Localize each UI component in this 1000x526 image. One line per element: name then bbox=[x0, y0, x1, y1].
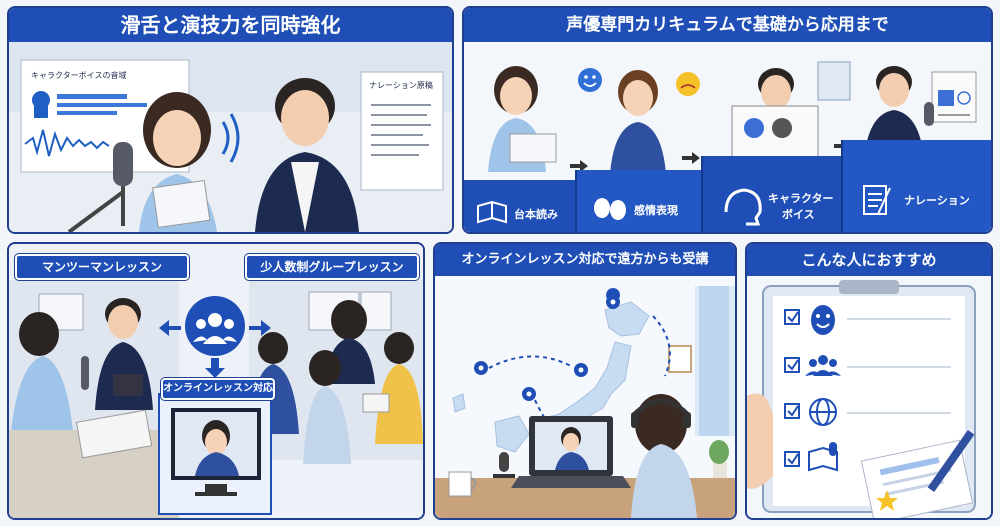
theater-masks-icon bbox=[594, 198, 626, 220]
man-voice-actor bbox=[255, 78, 359, 232]
label-one-on-one-lesson: マンツーマンレッスン bbox=[15, 254, 189, 280]
step-label-emotion: 感情表現 bbox=[634, 203, 678, 217]
student-one-on-one bbox=[9, 312, 89, 454]
label-small-group-lesson: 少人数制グループレッスン bbox=[245, 254, 419, 280]
panel-lesson-styles: マンツーマンレッスン 少人数制グループレッスン オンラインレッスン対応 bbox=[7, 242, 425, 520]
group-icon bbox=[805, 355, 841, 376]
label-online-lesson-support: オンラインレッスン対応 bbox=[161, 378, 275, 400]
panel-recommended-for: こんな人におすすめ bbox=[745, 242, 993, 520]
studio-scene-illustration: キャラクターボイスの音域 ナレーション原稿 bbox=[9, 42, 452, 232]
panel-title: こんな人におすすめ bbox=[747, 244, 991, 276]
online-monitor bbox=[158, 393, 272, 515]
checklist-row bbox=[784, 355, 951, 376]
student-reading bbox=[488, 66, 557, 172]
student-emoting bbox=[610, 70, 666, 174]
document-pen-icon bbox=[863, 185, 891, 215]
checklist-row bbox=[784, 442, 838, 472]
arrow-left-icon bbox=[159, 320, 181, 336]
poster-left-text: キャラクターボイスの音域 bbox=[31, 70, 126, 80]
theater-mask-icon bbox=[811, 305, 835, 335]
book-icon bbox=[477, 200, 507, 224]
online-remote-illustration bbox=[435, 276, 735, 518]
step-label-character-voice-l1: キャラクター bbox=[768, 192, 834, 205]
globe-icon bbox=[809, 398, 837, 426]
star-icon bbox=[876, 490, 898, 511]
coffee-mug-icon bbox=[448, 471, 476, 497]
poster-narration-script bbox=[360, 71, 444, 191]
woman-voice-actor bbox=[139, 92, 217, 232]
student-character-sheet bbox=[731, 61, 851, 165]
panel-curriculum: 声優専門カリキュラムで基礎から応用まで bbox=[462, 6, 993, 234]
step-label-narration: ナレーション bbox=[904, 194, 970, 207]
smile-emoji-icon bbox=[578, 68, 602, 92]
book-microphone-icon bbox=[808, 442, 838, 472]
curriculum-steps-illustration: 台本読み 感情表現 キャラクター ボイス ナレーション bbox=[464, 42, 991, 232]
arrow-down-icon bbox=[205, 358, 225, 378]
microphone-icon bbox=[67, 142, 133, 232]
panel-title: 滑舌と演技力を同時強化 bbox=[9, 8, 452, 42]
checklist-row bbox=[784, 305, 951, 335]
hand bbox=[747, 393, 773, 489]
poster-right-text: ナレーション原稿 bbox=[369, 80, 433, 90]
angry-emoji-icon bbox=[676, 72, 700, 96]
step-label-script-reading: 台本読み bbox=[514, 207, 558, 221]
panel-title: 声優専門カリキュラムで基礎から応用まで bbox=[464, 8, 991, 42]
microphone-icon bbox=[493, 452, 515, 478]
panel-title: オンラインレッスン対応で遠方からも受講 bbox=[435, 244, 735, 276]
step-label-character-voice-l2: ボイス bbox=[782, 207, 815, 221]
arrow-right-icon bbox=[249, 320, 271, 336]
teacher-one-on-one bbox=[95, 298, 153, 410]
checklist-row bbox=[784, 398, 951, 426]
plant-icon bbox=[709, 440, 729, 478]
laptop-video-call bbox=[511, 416, 631, 488]
remote-student bbox=[631, 394, 697, 518]
group-lesson-icon bbox=[185, 296, 245, 356]
pen-icon bbox=[927, 430, 975, 492]
panel-voice-acting-training: 滑舌と演技力を同時強化 キャラクターボイスの音域 ナレーション原稿 bbox=[7, 6, 454, 234]
student-narrating bbox=[864, 66, 977, 160]
lesson-styles-illustration bbox=[9, 244, 423, 518]
panel-online-remote: オンラインレッスン対応で遠方からも受講 bbox=[433, 242, 737, 520]
checklist-clipboard-illustration bbox=[747, 276, 991, 518]
location-pin-icon bbox=[474, 288, 621, 401]
head-voice-icon bbox=[724, 188, 762, 226]
